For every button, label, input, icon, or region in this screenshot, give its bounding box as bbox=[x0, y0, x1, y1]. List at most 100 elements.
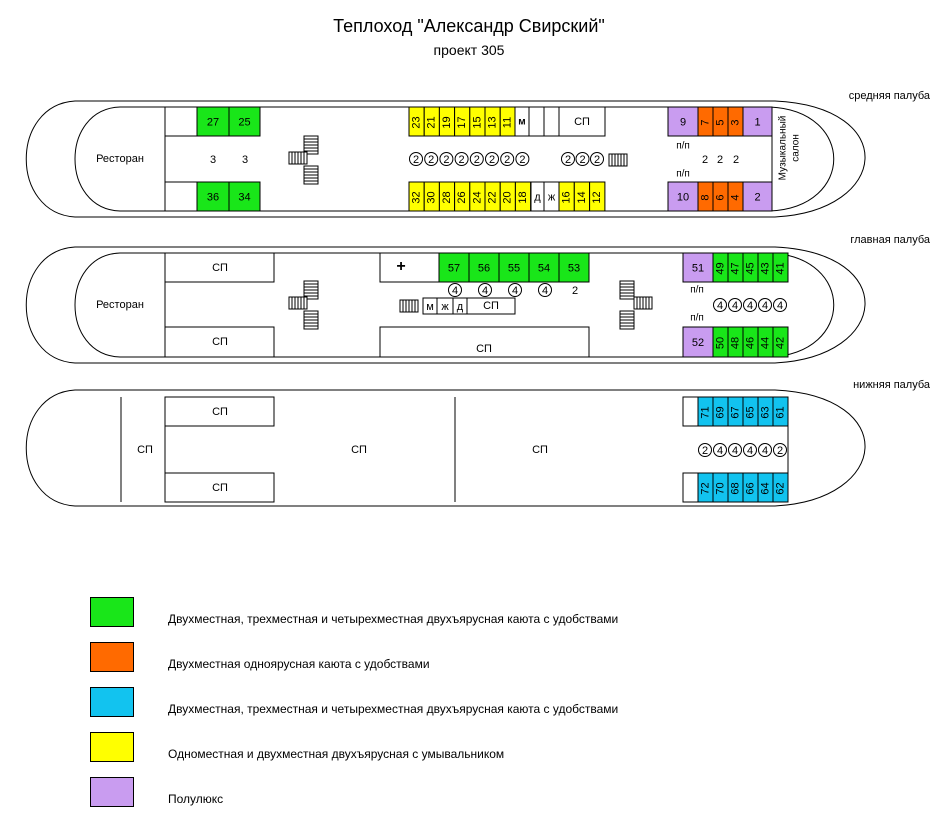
room-sp bbox=[558, 106, 606, 137]
cabin-plain bbox=[528, 106, 545, 137]
cabin-number: 25 bbox=[238, 116, 250, 128]
cabin-number: 18 bbox=[517, 191, 529, 203]
berth-circle bbox=[773, 298, 787, 312]
cabin-plain bbox=[164, 181, 198, 212]
berth-count: 2 bbox=[519, 154, 525, 166]
legend-text-orange: Двухместная одноярусная каюта с удобства… bbox=[168, 657, 430, 671]
cabin-number: 67 bbox=[729, 406, 741, 418]
cabin-green bbox=[772, 326, 789, 358]
cabin-number: 23 bbox=[411, 116, 423, 128]
cabin-number: 36 bbox=[207, 191, 219, 203]
cabin-number: 48 bbox=[729, 337, 741, 349]
cabin-number: 3 bbox=[729, 119, 741, 125]
room-sp bbox=[164, 396, 275, 427]
legend-swatch-green bbox=[90, 597, 134, 627]
cabin-number: 9 bbox=[680, 116, 686, 128]
cabin-number: 14 bbox=[576, 191, 588, 203]
room-sp bbox=[164, 326, 275, 358]
pp-label: п/п bbox=[690, 285, 704, 296]
cabin-green bbox=[558, 252, 590, 283]
cabin-number: 63 bbox=[759, 406, 771, 418]
pp-label: п/п bbox=[676, 141, 690, 152]
legend-text-green: Двухместная, трехместная и четырехместна… bbox=[168, 612, 619, 626]
hull-middle-deck bbox=[25, 100, 866, 218]
cabin-number: 49 bbox=[714, 262, 726, 274]
berth-circle bbox=[728, 443, 742, 457]
cabin-green bbox=[772, 252, 789, 283]
berth-circle bbox=[485, 152, 499, 166]
deck-label-main: главная палуба bbox=[850, 234, 930, 246]
berth-number: 2 bbox=[572, 285, 578, 297]
berth-circle bbox=[728, 298, 742, 312]
cabin-green bbox=[528, 252, 560, 283]
legend-swatch-purple bbox=[90, 777, 134, 807]
berth-circle bbox=[448, 283, 462, 297]
cabin-number: 32 bbox=[411, 191, 423, 203]
cabin-number: 28 bbox=[441, 191, 453, 203]
cabin-number: 34 bbox=[238, 191, 250, 203]
cabin-number: 68 bbox=[729, 482, 741, 494]
cabin-number: 41 bbox=[774, 262, 786, 274]
berth-circle bbox=[454, 152, 469, 166]
cabin-green bbox=[228, 106, 261, 137]
berth-count: 4 bbox=[777, 300, 783, 312]
berth-number: 2 bbox=[702, 154, 708, 166]
berth-circle bbox=[743, 298, 757, 312]
deck-label-lower: нижняя палуба bbox=[853, 379, 930, 391]
berth-count: 2 bbox=[489, 154, 495, 166]
cabin-plain bbox=[682, 472, 699, 503]
berth-circle bbox=[538, 283, 552, 297]
berth-circle bbox=[508, 283, 522, 297]
berth-count: 4 bbox=[762, 300, 768, 312]
berth-count: 2 bbox=[702, 445, 708, 457]
berth-circle bbox=[713, 298, 727, 312]
pp-label: п/п bbox=[676, 169, 690, 180]
medical-icon: + bbox=[396, 258, 405, 275]
cabin-plain bbox=[543, 106, 560, 137]
cabin-number: 61 bbox=[774, 406, 786, 418]
cabin-number: 12 bbox=[591, 191, 603, 203]
berth-count: 2 bbox=[504, 154, 510, 166]
cabin-green bbox=[228, 181, 261, 212]
legend-text-blue: Двухместная, трехместная и четырехместна… bbox=[168, 702, 619, 716]
pp-label: п/п bbox=[690, 313, 704, 324]
room-sp bbox=[164, 252, 275, 283]
berth-circle bbox=[758, 443, 772, 457]
cabin-number: 26 bbox=[456, 191, 468, 203]
berth-circle bbox=[424, 152, 439, 166]
berth-count: 4 bbox=[512, 285, 518, 297]
berth-count: 4 bbox=[732, 445, 738, 457]
cabin-yellow bbox=[589, 181, 606, 212]
cabin-number: 22 bbox=[487, 191, 499, 203]
cabin-number: 16 bbox=[561, 191, 573, 203]
legend-swatch-yellow bbox=[90, 732, 134, 762]
berth-number: 2 bbox=[717, 154, 723, 166]
cabin-number: 24 bbox=[471, 191, 483, 203]
cabin-green bbox=[196, 181, 230, 212]
berth-count: 4 bbox=[747, 300, 753, 312]
restaurant-label: Ресторан bbox=[96, 299, 144, 311]
cabin-green bbox=[498, 252, 530, 283]
berth-count: 2 bbox=[474, 154, 480, 166]
cabin-number: 13 bbox=[487, 116, 499, 128]
berth-count: 4 bbox=[747, 445, 753, 457]
cabin-suite bbox=[682, 326, 714, 358]
cabin-number: 54 bbox=[538, 262, 550, 274]
music-salon-label: Музыкальный bbox=[778, 116, 789, 181]
legend-text-purple: Полулюкс bbox=[168, 792, 224, 806]
cabin-number: 62 bbox=[774, 482, 786, 494]
cabin-suite bbox=[682, 252, 714, 283]
cabin-number: 20 bbox=[502, 191, 514, 203]
berth-circle bbox=[758, 298, 772, 312]
legend-swatch-blue bbox=[90, 687, 134, 717]
cabin-number: 70 bbox=[714, 482, 726, 494]
berth-circle bbox=[469, 152, 484, 166]
deck-label-middle: средняя палуба bbox=[848, 90, 930, 102]
cabin-number: д bbox=[457, 301, 464, 313]
berth-circle bbox=[713, 443, 727, 457]
berth-circle bbox=[698, 443, 712, 457]
room-sp bbox=[379, 326, 590, 358]
cabin-number: 21 bbox=[426, 116, 438, 128]
cabin-number: 56 bbox=[478, 262, 490, 274]
